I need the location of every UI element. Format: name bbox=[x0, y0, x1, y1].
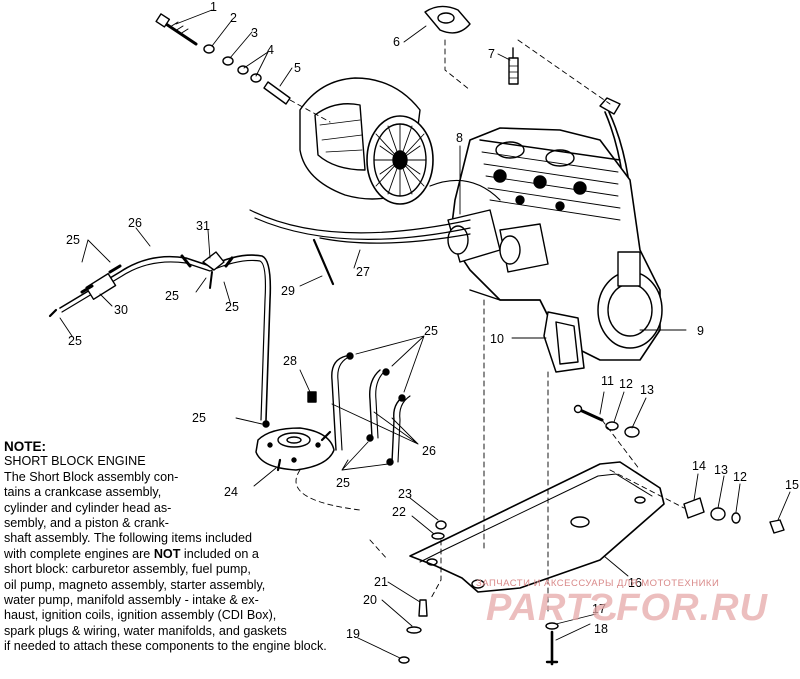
washer-part-2 bbox=[203, 44, 215, 54]
callout-29: 29 bbox=[281, 284, 295, 298]
washer-part-13b bbox=[710, 507, 726, 521]
callout-12b: 12 bbox=[733, 470, 747, 484]
washer-part-13a bbox=[624, 426, 640, 438]
callout-25g: 25 bbox=[336, 476, 350, 490]
callout-8: 8 bbox=[456, 131, 463, 145]
callout-20: 20 bbox=[363, 593, 377, 607]
callout-16: 16 bbox=[628, 576, 642, 590]
callout-25e: 25 bbox=[424, 324, 438, 338]
callout-7: 7 bbox=[488, 47, 495, 61]
fuel-pump-part-24 bbox=[255, 427, 335, 472]
callout-26b: 26 bbox=[422, 444, 436, 458]
note-line: SHORT BLOCK ENGINE bbox=[4, 454, 146, 469]
plug-wire bbox=[599, 97, 621, 115]
washer-part-3 bbox=[222, 56, 234, 66]
callout-30: 30 bbox=[114, 303, 128, 317]
sleeve-part-5 bbox=[263, 81, 291, 105]
nut-part-15 bbox=[769, 519, 785, 534]
callout-18: 18 bbox=[594, 622, 608, 636]
pulse-line-left bbox=[331, 355, 347, 451]
callout-25f: 25 bbox=[192, 411, 206, 425]
note-line: spark plugs & wiring, water manifolds, a… bbox=[4, 623, 287, 638]
callout-12a: 12 bbox=[619, 377, 633, 391]
callout-2: 2 bbox=[230, 11, 237, 25]
spark-plug-part-7 bbox=[508, 47, 519, 85]
washer-part-17 bbox=[545, 622, 559, 630]
note-title: NOTE: bbox=[4, 439, 46, 454]
spacer-part-14 bbox=[683, 497, 705, 519]
note-line: The Short Block assembly con- bbox=[4, 469, 179, 484]
callout-24: 24 bbox=[224, 485, 238, 499]
watermark-brand-right: FOR.RU bbox=[616, 587, 768, 629]
callout-13a: 13 bbox=[640, 383, 654, 397]
callout-9: 9 bbox=[697, 324, 704, 338]
bolt-part-1 bbox=[155, 13, 198, 46]
recoil-starter bbox=[299, 77, 434, 205]
callout-28: 28 bbox=[283, 354, 297, 368]
ring-part-4b bbox=[250, 73, 262, 83]
callout-25d: 25 bbox=[68, 334, 82, 348]
watermark-caption: ЗАПЧАСТИ И АКСЕССУАРЫ ДЛЯ МОТОТЕХНИКИ bbox=[476, 578, 720, 589]
bolt-part-11 bbox=[578, 408, 604, 422]
washer-part-20 bbox=[406, 626, 422, 634]
washer-part-12b bbox=[731, 512, 741, 524]
note-block: NOTE: SHORT BLOCK ENGINE The Short Block… bbox=[4, 439, 400, 655]
stud-part-21 bbox=[418, 599, 428, 617]
note-line: haust, ignition coils, ignition assembly… bbox=[4, 608, 277, 623]
note-line: shaft assembly. The following items incl… bbox=[4, 531, 253, 546]
washer-part-22 bbox=[431, 532, 445, 540]
note-emphasis: NOT bbox=[153, 546, 181, 561]
wire-harness-27 bbox=[249, 209, 471, 234]
callout-labels: 1 2 3 4 5 6 7 8 9 10 11 12 13 14 13 12 1… bbox=[66, 0, 799, 641]
callout-27: 27 bbox=[356, 265, 370, 279]
note-line: short block: carburetor assembly, fuel p… bbox=[4, 562, 251, 577]
fuel-line-assembly bbox=[48, 251, 272, 421]
note-line: with complete engines are NOT included o… bbox=[4, 546, 259, 561]
watermark-logo: PARTSFOR.RU bbox=[486, 587, 768, 630]
leader-lines bbox=[59, 9, 791, 659]
watermark-brand-reversed: S bbox=[589, 587, 617, 629]
note-line: if needed to attach these components to … bbox=[4, 639, 327, 654]
engine-block bbox=[447, 127, 663, 361]
callout-6: 6 bbox=[393, 35, 400, 49]
ring-part-4a bbox=[237, 65, 249, 75]
cap-part-6 bbox=[424, 5, 471, 34]
nut-part-23 bbox=[435, 520, 447, 530]
callout-11: 11 bbox=[601, 374, 614, 388]
callout-4: 4 bbox=[267, 43, 274, 57]
callout-31: 31 bbox=[196, 219, 210, 233]
callout-21: 21 bbox=[374, 575, 388, 589]
pulse-line-mid bbox=[369, 369, 381, 439]
callout-15: 15 bbox=[785, 478, 799, 492]
callout-5: 5 bbox=[294, 61, 301, 75]
callout-14: 14 bbox=[692, 459, 706, 473]
callout-1: 1 bbox=[210, 0, 217, 14]
callout-17: 17 bbox=[592, 602, 606, 616]
callout-10: 10 bbox=[490, 332, 504, 346]
watermark-brand-left: PART bbox=[486, 587, 590, 629]
note-line: sembly, and a piston & crank- bbox=[4, 516, 169, 531]
callout-25c: 25 bbox=[225, 300, 239, 314]
note-line: tains a crankcase assembly, bbox=[4, 485, 162, 500]
callout-26a: 26 bbox=[128, 216, 142, 230]
callout-25b: 25 bbox=[165, 289, 179, 303]
callout-19: 19 bbox=[346, 627, 360, 641]
callout-25a: 25 bbox=[66, 233, 80, 247]
note-line: water pump, manifold assembly - intake &… bbox=[4, 593, 259, 608]
callout-3: 3 bbox=[251, 26, 258, 40]
nut-part-19 bbox=[398, 656, 410, 664]
note-line: cylinder and cylinder head as- bbox=[4, 500, 172, 515]
callout-23: 23 bbox=[398, 487, 412, 501]
callout-22: 22 bbox=[392, 505, 406, 519]
mounting-plate-part-16 bbox=[409, 461, 665, 593]
pin-part-29 bbox=[312, 238, 335, 286]
assembly-guide-lines bbox=[289, 39, 685, 613]
callout-13b: 13 bbox=[714, 463, 728, 477]
note-line: oil pump, magneto assembly, starter asse… bbox=[4, 577, 266, 592]
washer-part-12a bbox=[605, 421, 619, 431]
